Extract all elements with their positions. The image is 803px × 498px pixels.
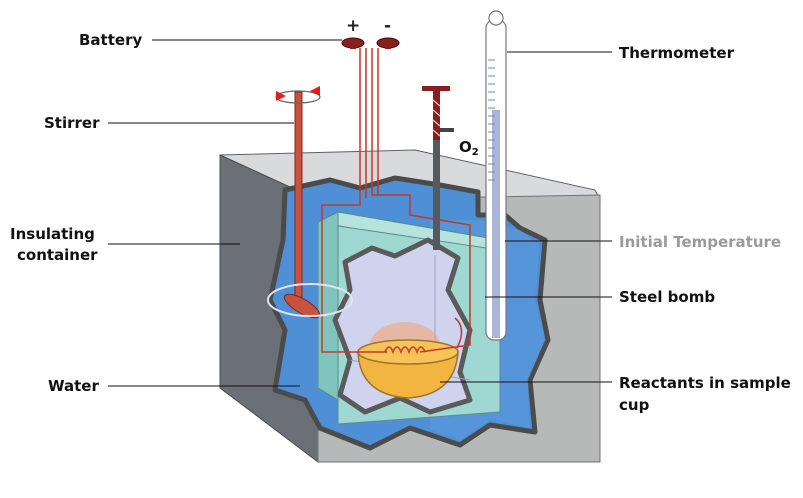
cup-body [357,351,459,399]
wire-positive [321,48,387,353]
terminal-negative-post [385,43,391,49]
oxygen-side-port [440,128,454,132]
label-insulating-line1: Insulating [10,225,95,243]
labels: Battery Stirrer Insulating container Wat… [10,31,791,414]
thermometer [485,10,507,341]
sample-cup [357,322,459,399]
oxygen-label: O2 [459,138,479,158]
wire-negative [371,48,471,353]
ignition-wires [321,48,471,353]
label-battery: Battery [79,31,142,49]
oxygen-valve-thread [432,99,441,137]
label-thermometer: Thermometer [619,44,735,62]
label-stirrer: Stirrer [44,114,100,132]
label-water: Water [48,377,99,395]
plus-sign: + [346,16,360,36]
leader-lines [108,39,612,387]
label-steel-bomb: Steel bomb [619,288,715,306]
oxygen-pipe [433,140,440,250]
battery-terminals: + - [341,16,400,49]
terminal-positive-post [350,43,356,49]
oxygen-inlet: O2 [422,86,479,250]
label-initial-temperature: Initial Temperature [619,233,781,251]
oxygen-valve-handle [422,86,450,91]
rotation-arrow-right-icon [310,86,320,96]
minus-sign: - [384,16,391,36]
label-insulating-line2: container [17,246,98,264]
rotation-arrow-left-icon [276,91,286,101]
thermometer-scale [488,59,495,181]
ignition-coil [384,346,426,355]
stirrer-motion-ring [267,283,353,317]
thermometer-top-bulb [488,10,504,26]
stirrer [267,86,353,319]
oxygen-valve-stem [433,90,440,140]
wire-loop [454,317,463,349]
label-reactants-line2: cup [619,396,650,414]
bomb-side [317,211,339,401]
label-reactants-line1: Reactants in sample [619,374,791,392]
thermometer-column [492,110,500,338]
stirrer-shaft [294,91,303,298]
